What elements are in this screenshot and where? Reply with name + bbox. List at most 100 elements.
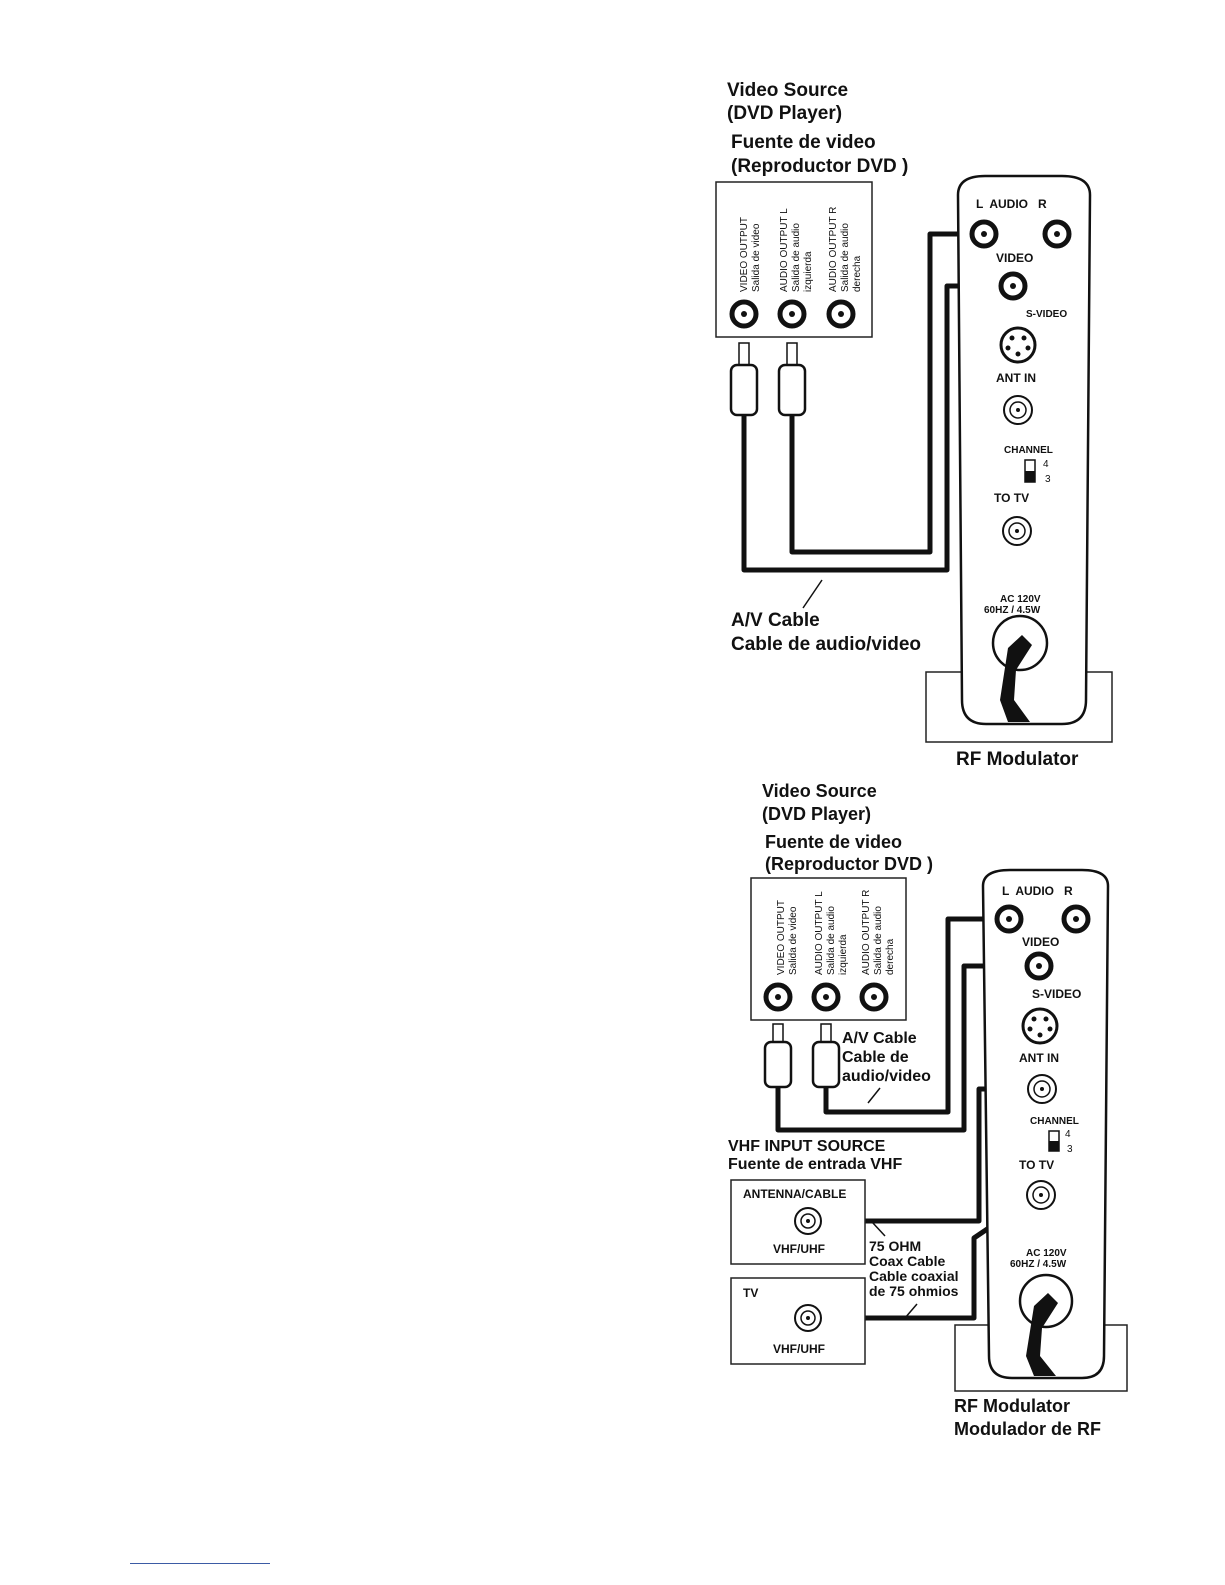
channel-3-label: 3	[1067, 1144, 1073, 1155]
video-jack-label: VIDEO	[996, 251, 1033, 265]
video-input-jack	[998, 271, 1028, 301]
rca-plug-audio	[811, 1023, 841, 1089]
audio-r-output-jack	[826, 299, 856, 329]
svg-text:Salida de audio: Salida de audio	[826, 906, 837, 975]
vhf-source-title-es: Fuente de entrada VHF	[728, 1156, 902, 1173]
power-cord	[991, 614, 1049, 722]
svg-text:AUDIO OUTPUT L: AUDIO OUTPUT L	[779, 208, 790, 292]
svg-text:AUDIO OUTPUT R: AUDIO OUTPUT R	[828, 207, 839, 292]
channel-4-label: 4	[1065, 1129, 1071, 1140]
footer-rule	[130, 1563, 270, 1564]
audio-r-input-jack	[1042, 219, 1072, 249]
source-subtitle-es: (Reproductor DVD )	[731, 156, 908, 177]
audio-output-r-label: AUDIO OUTPUT R Salida de audio derecha	[861, 890, 896, 975]
tv-coax-jack	[794, 1304, 822, 1332]
rf-modulator-body	[956, 174, 1092, 726]
svg-text:derecha: derecha	[852, 255, 863, 292]
source-subtitle-es: (Reproductor DVD )	[765, 854, 933, 874]
source-title: Video Source	[762, 781, 877, 801]
tv-label: TV	[743, 1286, 758, 1300]
rf-modulator-body	[981, 868, 1110, 1380]
audio-output-l-label: AUDIO OUTPUT L Salida de audio izquierda	[814, 891, 849, 975]
channel-switch	[1048, 1130, 1060, 1152]
rca-plug-video	[763, 1023, 793, 1089]
coax-leader-line-bottom	[904, 1303, 918, 1319]
av-cable-label: A/V Cable	[842, 1030, 917, 1047]
rf-modulator-caption: RF Modulator	[956, 749, 1079, 770]
antenna-coax-jack	[794, 1207, 822, 1235]
svg-text:Salida de audio: Salida de audio	[873, 906, 884, 975]
audio-cable	[823, 916, 1008, 1115]
svg-text:izquierda: izquierda	[803, 251, 814, 292]
audio-cable	[789, 231, 984, 555]
svideo-jack-label: S-VIDEO	[1026, 309, 1067, 320]
to-tv-label: TO TV	[994, 491, 1029, 505]
av-cable-label-es: Cable de	[842, 1049, 909, 1066]
vhf-source-title: VHF INPUT SOURCE	[728, 1138, 886, 1155]
audio-output-l-label: AUDIO OUTPUT L Salida de audio izquierda	[779, 208, 814, 292]
to-tv-jack	[1026, 1180, 1056, 1210]
video-output-label: VIDEO OUTPUT Salida de video	[739, 217, 762, 292]
svg-text:AUDIO OUTPUT R: AUDIO OUTPUT R	[861, 890, 872, 975]
to-tv-label: TO TV	[1019, 1158, 1054, 1172]
to-tv-jack	[1002, 516, 1032, 546]
svg-text:derecha: derecha	[885, 938, 896, 975]
source-title: Video Source	[727, 80, 848, 101]
video-jack-label: VIDEO	[1022, 935, 1059, 949]
power-cord	[1018, 1273, 1074, 1376]
av-cable-label: A/V Cable	[731, 610, 820, 631]
av-cable-leader-line	[802, 579, 823, 609]
video-output-label: VIDEO OUTPUT Salida de video	[776, 900, 799, 975]
rca-plug-audio	[777, 342, 807, 417]
channel-3-label: 3	[1045, 474, 1051, 485]
audio-l-input-jack	[994, 904, 1024, 934]
channel-label: CHANNEL	[1030, 1116, 1079, 1127]
av-cable-label-es-2: audio/video	[842, 1068, 931, 1085]
svg-text:VIDEO OUTPUT: VIDEO OUTPUT	[776, 900, 787, 975]
audio-jacks-label: L AUDIO R	[976, 197, 1047, 211]
av-cable-leader-line	[867, 1087, 881, 1104]
channel-4-label: 4	[1043, 459, 1049, 470]
power-rating-detail: 60HZ / 4.5W	[984, 605, 1041, 616]
svg-text:Salida de video: Salida de video	[788, 906, 799, 975]
power-rating-label: AC 120V	[1000, 594, 1041, 605]
video-input-jack	[1024, 951, 1054, 981]
coax-label-1: 75 OHM	[869, 1238, 921, 1254]
power-rating-label: AC 120V	[1026, 1248, 1067, 1259]
audio-l-output-jack	[811, 982, 841, 1012]
channel-switch	[1024, 459, 1036, 483]
ant-in-label: ANT IN	[996, 371, 1036, 385]
rf-modulator-caption-es: Modulador de RF	[954, 1419, 1101, 1439]
source-title-es: Fuente de video	[731, 132, 876, 153]
ant-in-jack	[1027, 1074, 1057, 1104]
svg-text:Salida de audio: Salida de audio	[840, 223, 851, 292]
channel-label: CHANNEL	[1004, 445, 1053, 456]
ant-in-jack	[1003, 395, 1033, 425]
diagram-dvd-and-vhf-to-rf-modulator: Video Source (DVD Player) Fuente de vide…	[728, 781, 1128, 1439]
rf-modulator-caption: RF Modulator	[954, 1396, 1070, 1416]
video-output-jack	[729, 299, 759, 329]
video-output-jack	[763, 982, 793, 1012]
antenna-vhf-uhf-label: VHF/UHF	[773, 1242, 825, 1256]
svg-text:Salida de audio: Salida de audio	[791, 223, 802, 292]
av-cable-label-es: Cable de audio/video	[731, 634, 921, 655]
svideo-jack	[1021, 1007, 1059, 1045]
power-rating-detail: 60HZ / 4.5W	[1010, 1259, 1067, 1270]
audio-output-r-label: AUDIO OUTPUT R Salida de audio derecha	[828, 207, 863, 292]
audio-r-input-jack	[1061, 904, 1091, 934]
ant-in-label: ANT IN	[1019, 1051, 1059, 1065]
svideo-jack-label: S-VIDEO	[1032, 987, 1081, 1001]
source-subtitle: (DVD Player)	[727, 103, 842, 124]
svg-text:AUDIO OUTPUT L: AUDIO OUTPUT L	[814, 891, 825, 975]
rca-plug-video	[729, 342, 759, 417]
source-title-es: Fuente de video	[765, 832, 902, 852]
coax-leader-line-top	[871, 1221, 886, 1237]
coax-label-4: de 75 ohmios	[869, 1283, 959, 1299]
svideo-jack	[999, 326, 1037, 364]
audio-jacks-label: L AUDIO R	[1002, 884, 1073, 898]
audio-l-output-jack	[777, 299, 807, 329]
tv-vhf-uhf-label: VHF/UHF	[773, 1342, 825, 1356]
audio-r-output-jack	[859, 982, 889, 1012]
svg-text:izquierda: izquierda	[838, 934, 849, 975]
